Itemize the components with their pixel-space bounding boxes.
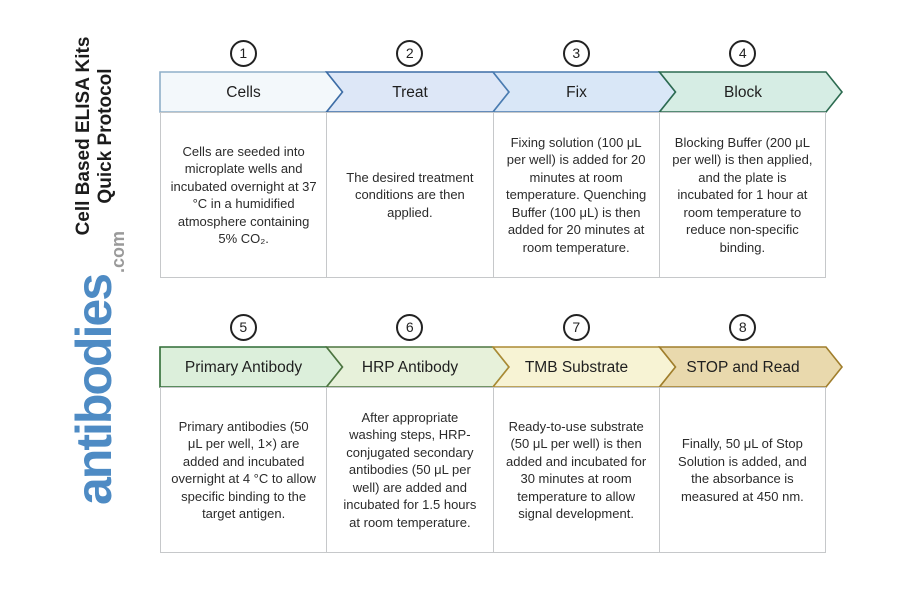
step-description-box: Cells are seeded into microplate wells a… bbox=[160, 112, 328, 278]
logo-wordmark: antibodies bbox=[66, 274, 122, 506]
step-description-text: After appropriate washing steps, HRP-con… bbox=[343, 409, 477, 530]
step-number-badge: 1 bbox=[229, 39, 257, 67]
step-description-text: Blocking Buffer (200 μL per well) is the… bbox=[672, 134, 813, 255]
step-arrow-4 bbox=[657, 71, 844, 113]
step-description-text: The desired treatment conditions are the… bbox=[346, 169, 474, 220]
step-description-row1: Cells are seeded into microplate wells a… bbox=[160, 112, 826, 278]
step-description-text: Fixing solution (100 μL per well) is add… bbox=[506, 134, 647, 255]
step-description-text: Finally, 50 μL of Stop Solution is added… bbox=[678, 436, 807, 504]
page-title-line-1: Cell Based ELISA Kits bbox=[73, 36, 94, 236]
step-arrow-7 bbox=[491, 346, 677, 388]
step-description-box: Primary antibodies (50 μL per well, 1×) … bbox=[160, 387, 328, 553]
step-number: 4 bbox=[738, 45, 747, 61]
step-number: 3 bbox=[572, 45, 581, 61]
step-arrow-8 bbox=[657, 346, 844, 388]
step-number-badge: 8 bbox=[729, 313, 757, 341]
step-arrow-5 bbox=[159, 346, 344, 388]
step-description-box: Ready-to-use substrate (50 μL per well) … bbox=[492, 387, 660, 553]
step-arrow-band-row2 bbox=[159, 346, 844, 388]
page-title-line-2: Quick Protocol bbox=[95, 68, 116, 204]
step-description-box: Blocking Buffer (200 μL per well) is the… bbox=[658, 112, 826, 278]
step-description-text: Primary antibodies (50 μL per well, 1×) … bbox=[171, 418, 316, 522]
step-arrow-2 bbox=[324, 71, 511, 113]
step-description-text: Ready-to-use substrate (50 μL per well) … bbox=[506, 418, 647, 522]
step-arrow-band-row1 bbox=[159, 71, 844, 113]
step-arrow-6 bbox=[324, 346, 511, 388]
step-number-badge: 6 bbox=[396, 313, 424, 341]
step-arrow-1 bbox=[159, 71, 344, 113]
step-description-box: After appropriate washing steps, HRP-con… bbox=[326, 387, 494, 553]
antibodies-logo: antibodies .com bbox=[65, 231, 128, 506]
step-description-box: Finally, 50 μL of Stop Solution is added… bbox=[658, 387, 826, 553]
step-number: 2 bbox=[405, 45, 414, 61]
step-description-box: Fixing solution (100 μL per well) is add… bbox=[492, 112, 660, 278]
step-number: 5 bbox=[239, 319, 248, 335]
step-description-row2: Primary antibodies (50 μL per well, 1×) … bbox=[160, 387, 826, 553]
logo-suffix: .com bbox=[108, 230, 128, 273]
step-description-box: The desired treatment conditions are the… bbox=[326, 112, 494, 278]
step-number: 8 bbox=[738, 319, 747, 335]
step-number-badge: 4 bbox=[729, 39, 757, 67]
step-number: 6 bbox=[405, 319, 414, 335]
step-description-text: Cells are seeded into microplate wells a… bbox=[170, 143, 317, 247]
step-number-badge: 7 bbox=[562, 313, 590, 341]
step-number: 1 bbox=[239, 45, 248, 61]
step-number-badge: 2 bbox=[396, 39, 424, 67]
step-arrow-3 bbox=[491, 71, 677, 113]
step-number: 7 bbox=[572, 319, 581, 335]
page-title: Cell Based ELISA Kits Quick Protocol bbox=[73, 37, 117, 236]
step-number-badge: 5 bbox=[229, 313, 257, 341]
step-number-badge: 3 bbox=[562, 39, 590, 67]
